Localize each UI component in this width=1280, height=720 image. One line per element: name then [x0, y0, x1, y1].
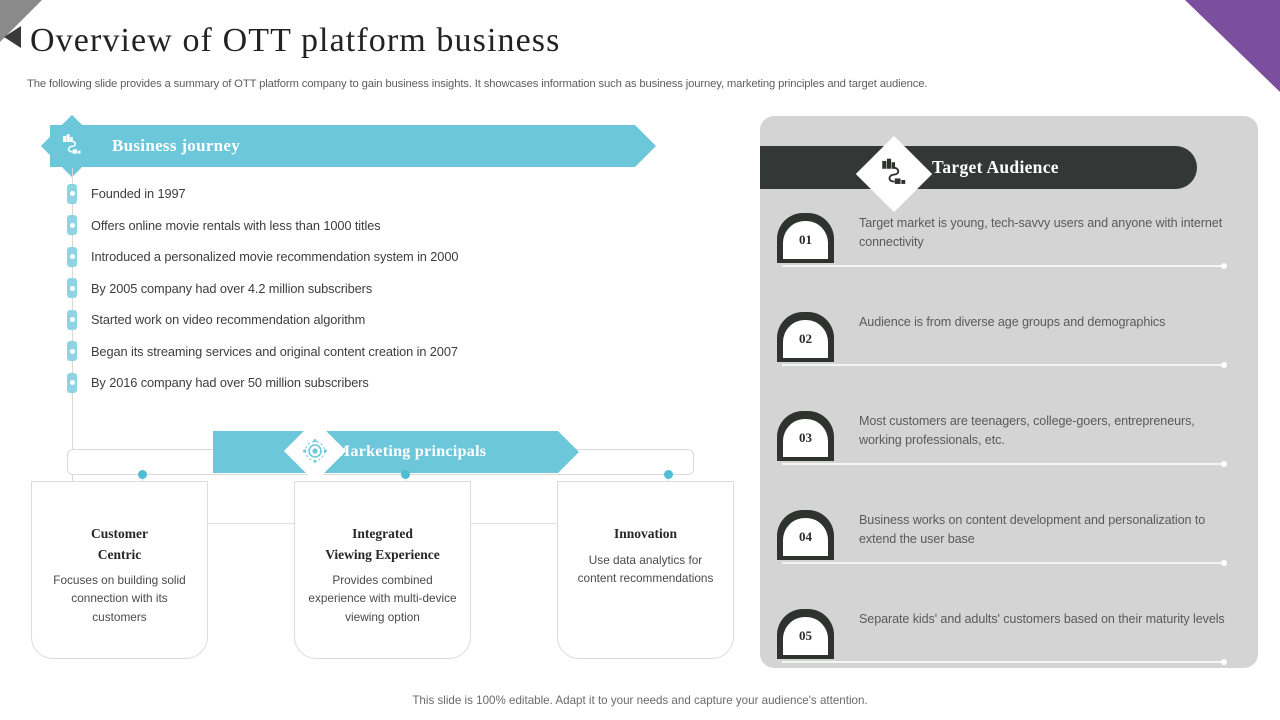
target-audience-header: Target Audience	[760, 146, 1197, 189]
card-title-line2: Viewing Experience	[325, 546, 440, 562]
list-item[interactable]: Began its streaming services and origina…	[24, 336, 740, 368]
card-title-line2: Centric	[97, 546, 142, 562]
number-badge: 02	[777, 312, 834, 362]
item-underline-dot	[1221, 461, 1227, 467]
title-arrow-icon	[4, 26, 21, 48]
list-item-label: Founded in 1997	[91, 186, 186, 202]
number-badge: 04	[777, 510, 834, 560]
list-item[interactable]: 04 Business works on content development…	[777, 499, 1241, 598]
card-body: Provides combined experience with multi-…	[308, 573, 457, 624]
item-underline	[782, 461, 1227, 467]
timeline-marker-icon	[67, 278, 77, 299]
target-audience-panel: Target Audience 01 Target market is youn…	[760, 116, 1258, 668]
card-title: Customer Centric	[44, 524, 195, 565]
principal-card[interactable]: Innovation Use data analytics for conten…	[557, 481, 734, 659]
item-underline-dot	[1221, 560, 1227, 566]
timeline-marker-icon	[67, 215, 77, 236]
business-journey-label: Business journey	[112, 136, 241, 155]
list-item[interactable]: 03 Most customers are teenagers, college…	[777, 400, 1241, 499]
list-item[interactable]: Introduced a personalized movie recommen…	[24, 241, 740, 273]
list-item[interactable]: By 2005 company had over 4.2 million sub…	[24, 273, 740, 305]
list-item[interactable]: Offers online movie rentals with less th…	[24, 210, 740, 242]
principal-card[interactable]: Customer Centric Focuses on building sol…	[31, 481, 208, 659]
page-subtitle: The following slide provides a summary o…	[27, 78, 928, 90]
list-item[interactable]: Started work on video recommendation alg…	[24, 304, 740, 336]
card-title-line1: Innovation	[613, 526, 678, 541]
list-item-label: Started work on video recommendation alg…	[91, 312, 366, 328]
number-badge: 01	[777, 213, 834, 263]
list-item[interactable]: By 2016 company had over 50 million subs…	[24, 367, 740, 399]
list-item-label: Target market is young, tech-savvy users…	[859, 216, 1223, 249]
timeline-marker-icon	[67, 372, 77, 393]
list-item-label: Audience is from diverse age groups and …	[859, 315, 1166, 329]
list-item-label: By 2016 company had over 50 million subs…	[91, 375, 369, 391]
list-item[interactable]: 02 Audience is from diverse age groups a…	[777, 301, 1241, 400]
list-item-label: Offers online movie rentals with less th…	[91, 217, 381, 233]
item-underline	[782, 560, 1227, 566]
card-title: Integrated Viewing Experience	[307, 524, 458, 565]
number-badge: 03	[777, 411, 834, 461]
principal-card[interactable]: Integrated Viewing Experience Provides c…	[294, 481, 471, 659]
roadmap-icon	[40, 114, 104, 178]
list-item-label: Began its streaming services and origina…	[91, 343, 458, 359]
marketing-principals-label: Marketing principals	[335, 443, 487, 460]
item-underline-dot	[1221, 263, 1227, 269]
roadmap-icon	[855, 135, 933, 213]
timeline-marker-icon	[67, 309, 77, 330]
business-journey-banner: Business journey	[50, 125, 656, 167]
marketing-principals-banner: Marketing principals	[213, 431, 579, 473]
number-badge-label: 02	[799, 331, 812, 346]
target-audience-title: Target Audience	[932, 157, 1059, 177]
card-title-line1: Integrated	[352, 526, 413, 541]
footer-note: This slide is 100% editable. Adapt it to…	[412, 694, 868, 707]
number-badge-label: 05	[799, 628, 812, 643]
card-body: Use data analytics for content recommend…	[577, 552, 714, 585]
list-item[interactable]: 01 Target market is young, tech-savvy us…	[777, 202, 1241, 301]
number-badge-label: 01	[799, 232, 812, 247]
list-item-label: By 2005 company had over 4.2 million sub…	[91, 280, 373, 296]
list-item[interactable]: 05 Separate kids' and adults' customers …	[777, 598, 1241, 697]
card-connector-dot	[664, 470, 673, 479]
business-journey-list: Founded in 1997 Offers online movie rent…	[24, 178, 740, 399]
card-body: Focuses on building solid connection wit…	[53, 573, 186, 624]
target-audience-list: 01 Target market is young, tech-savvy us…	[777, 202, 1241, 697]
list-item-label: Business works on content development an…	[859, 513, 1206, 546]
page-title: Overview of OTT platform business	[30, 22, 561, 59]
corner-triangle-purple	[1185, 0, 1280, 92]
list-item-label: Most customers are teenagers, college-go…	[859, 414, 1195, 447]
list-item-label: Separate kids' and adults' customers bas…	[859, 612, 1225, 626]
number-badge: 05	[777, 609, 834, 659]
list-item[interactable]: Founded in 1997	[24, 178, 740, 210]
card-title: Innovation	[570, 524, 721, 545]
card-connector-dot	[401, 470, 410, 479]
item-underline	[782, 263, 1227, 269]
item-underline-dot	[1221, 362, 1227, 368]
card-title-line1: Customer	[91, 526, 148, 541]
card-connector-dot	[138, 470, 147, 479]
timeline-marker-icon	[67, 341, 77, 362]
number-badge-label: 04	[799, 529, 812, 544]
item-underline-dot	[1221, 659, 1227, 665]
item-underline	[782, 362, 1227, 368]
number-badge-label: 03	[799, 430, 812, 445]
list-item-label: Introduced a personalized movie recommen…	[91, 249, 459, 265]
timeline-marker-icon	[67, 183, 77, 204]
item-underline	[782, 659, 1227, 665]
timeline-marker-icon	[67, 246, 77, 267]
gear-target-icon	[283, 419, 347, 483]
left-column: Business journey Founded in 1997 Offers …	[24, 114, 740, 668]
